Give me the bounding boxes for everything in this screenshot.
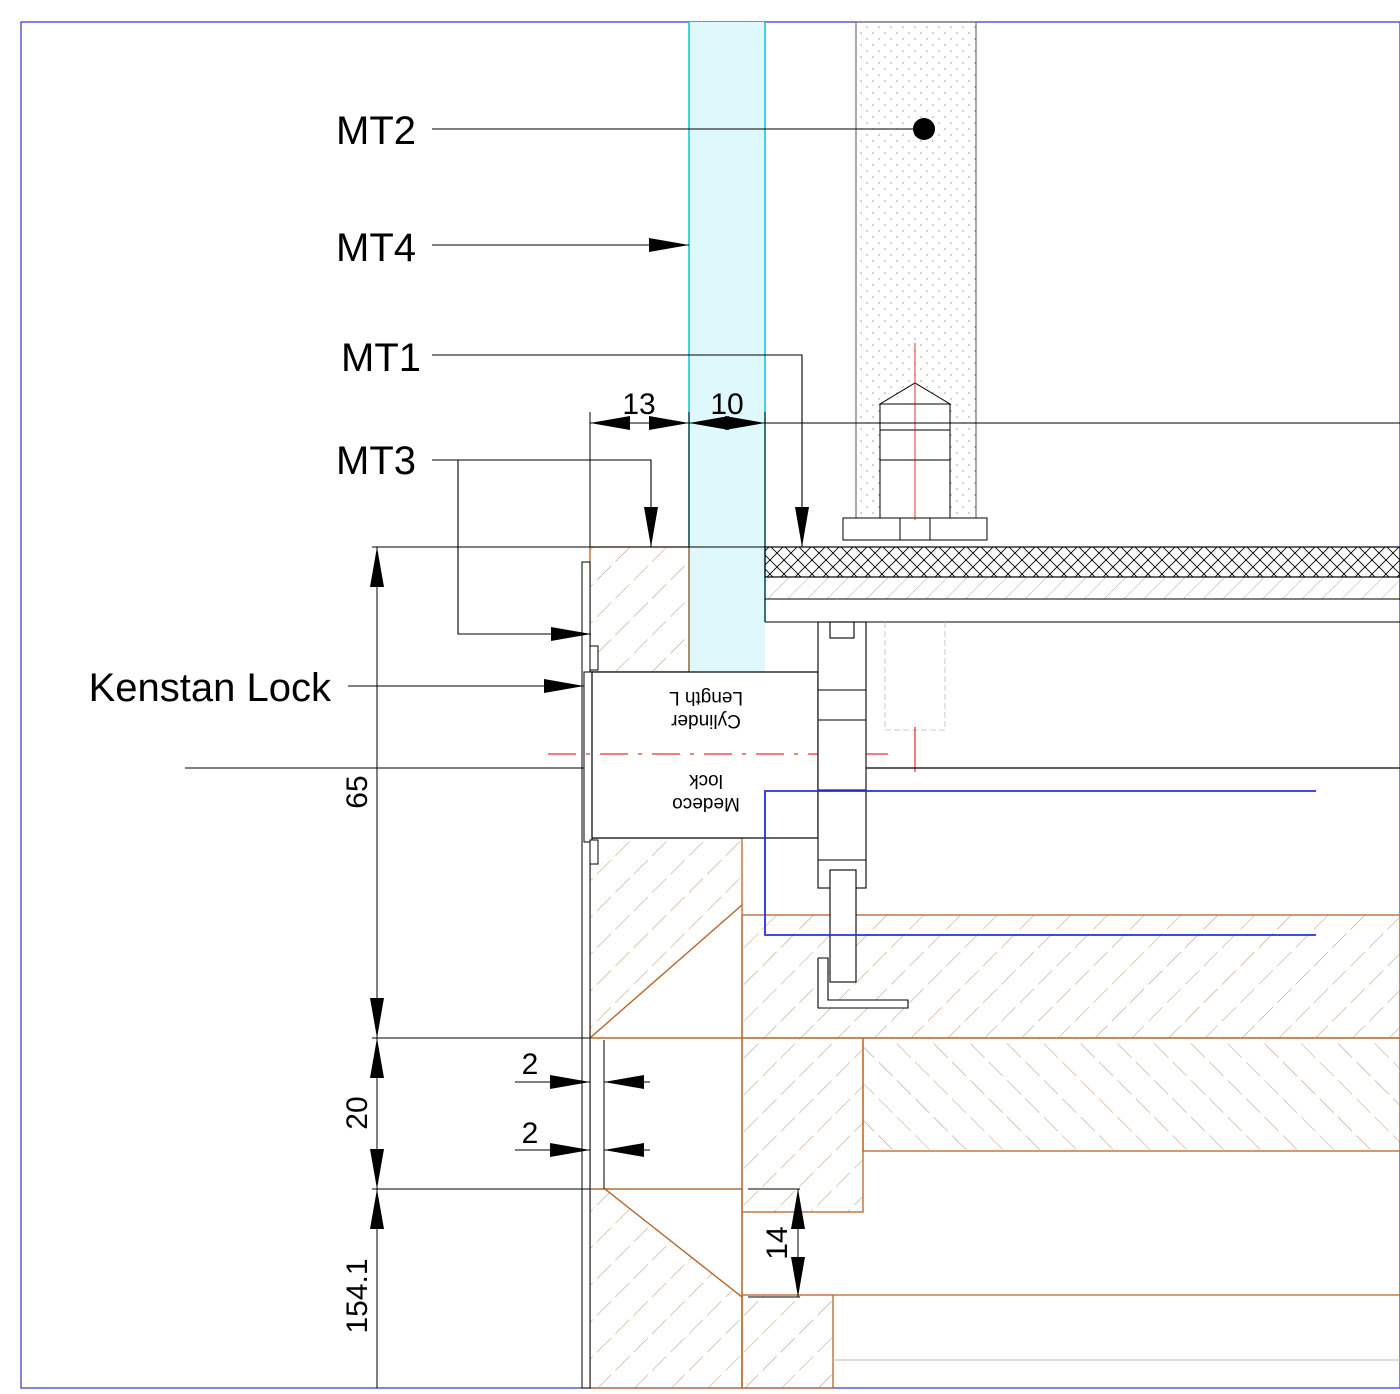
dim-20: 20: [341, 1096, 374, 1129]
blue-outline: [764, 790, 1316, 936]
mt2-dot: [913, 118, 935, 140]
label-mt4: MT4: [336, 226, 416, 270]
lock-text-length: Length L: [669, 687, 743, 708]
strike-keeper: [817, 621, 909, 1009]
label-kenstan-lock: Kenstan Lock: [89, 666, 332, 710]
medeco-lock-text: Cylinder Length L Medeco lock: [669, 687, 743, 814]
kenstan-lock-body: [581, 561, 599, 1389]
label-mt1: MT1: [341, 336, 421, 380]
dim-154-1: 154.1: [341, 1258, 374, 1333]
gap-dimensions: [515, 1040, 650, 1189]
dim-14: 14: [761, 1226, 794, 1259]
dim-2-upper: 2: [522, 1048, 539, 1081]
lock-text-cylinder: Cylinder: [670, 710, 740, 731]
dim-2-lower: 2: [522, 1117, 539, 1150]
top-rail: [764, 546, 1400, 731]
label-mt2: MT2: [336, 109, 416, 153]
label-mt3: MT3: [336, 439, 416, 483]
dim-10: 10: [710, 388, 743, 421]
lock-text-medeco: Medeco: [672, 793, 740, 814]
dim-13: 13: [622, 388, 655, 421]
glass-panel: [688, 22, 766, 672]
medeco-cylinder: [548, 671, 916, 839]
lock-text-lock: lock: [689, 770, 723, 791]
top-dimension-chain: [589, 412, 1400, 547]
callout-leaders: [348, 128, 922, 693]
dim-65: 65: [341, 775, 374, 808]
